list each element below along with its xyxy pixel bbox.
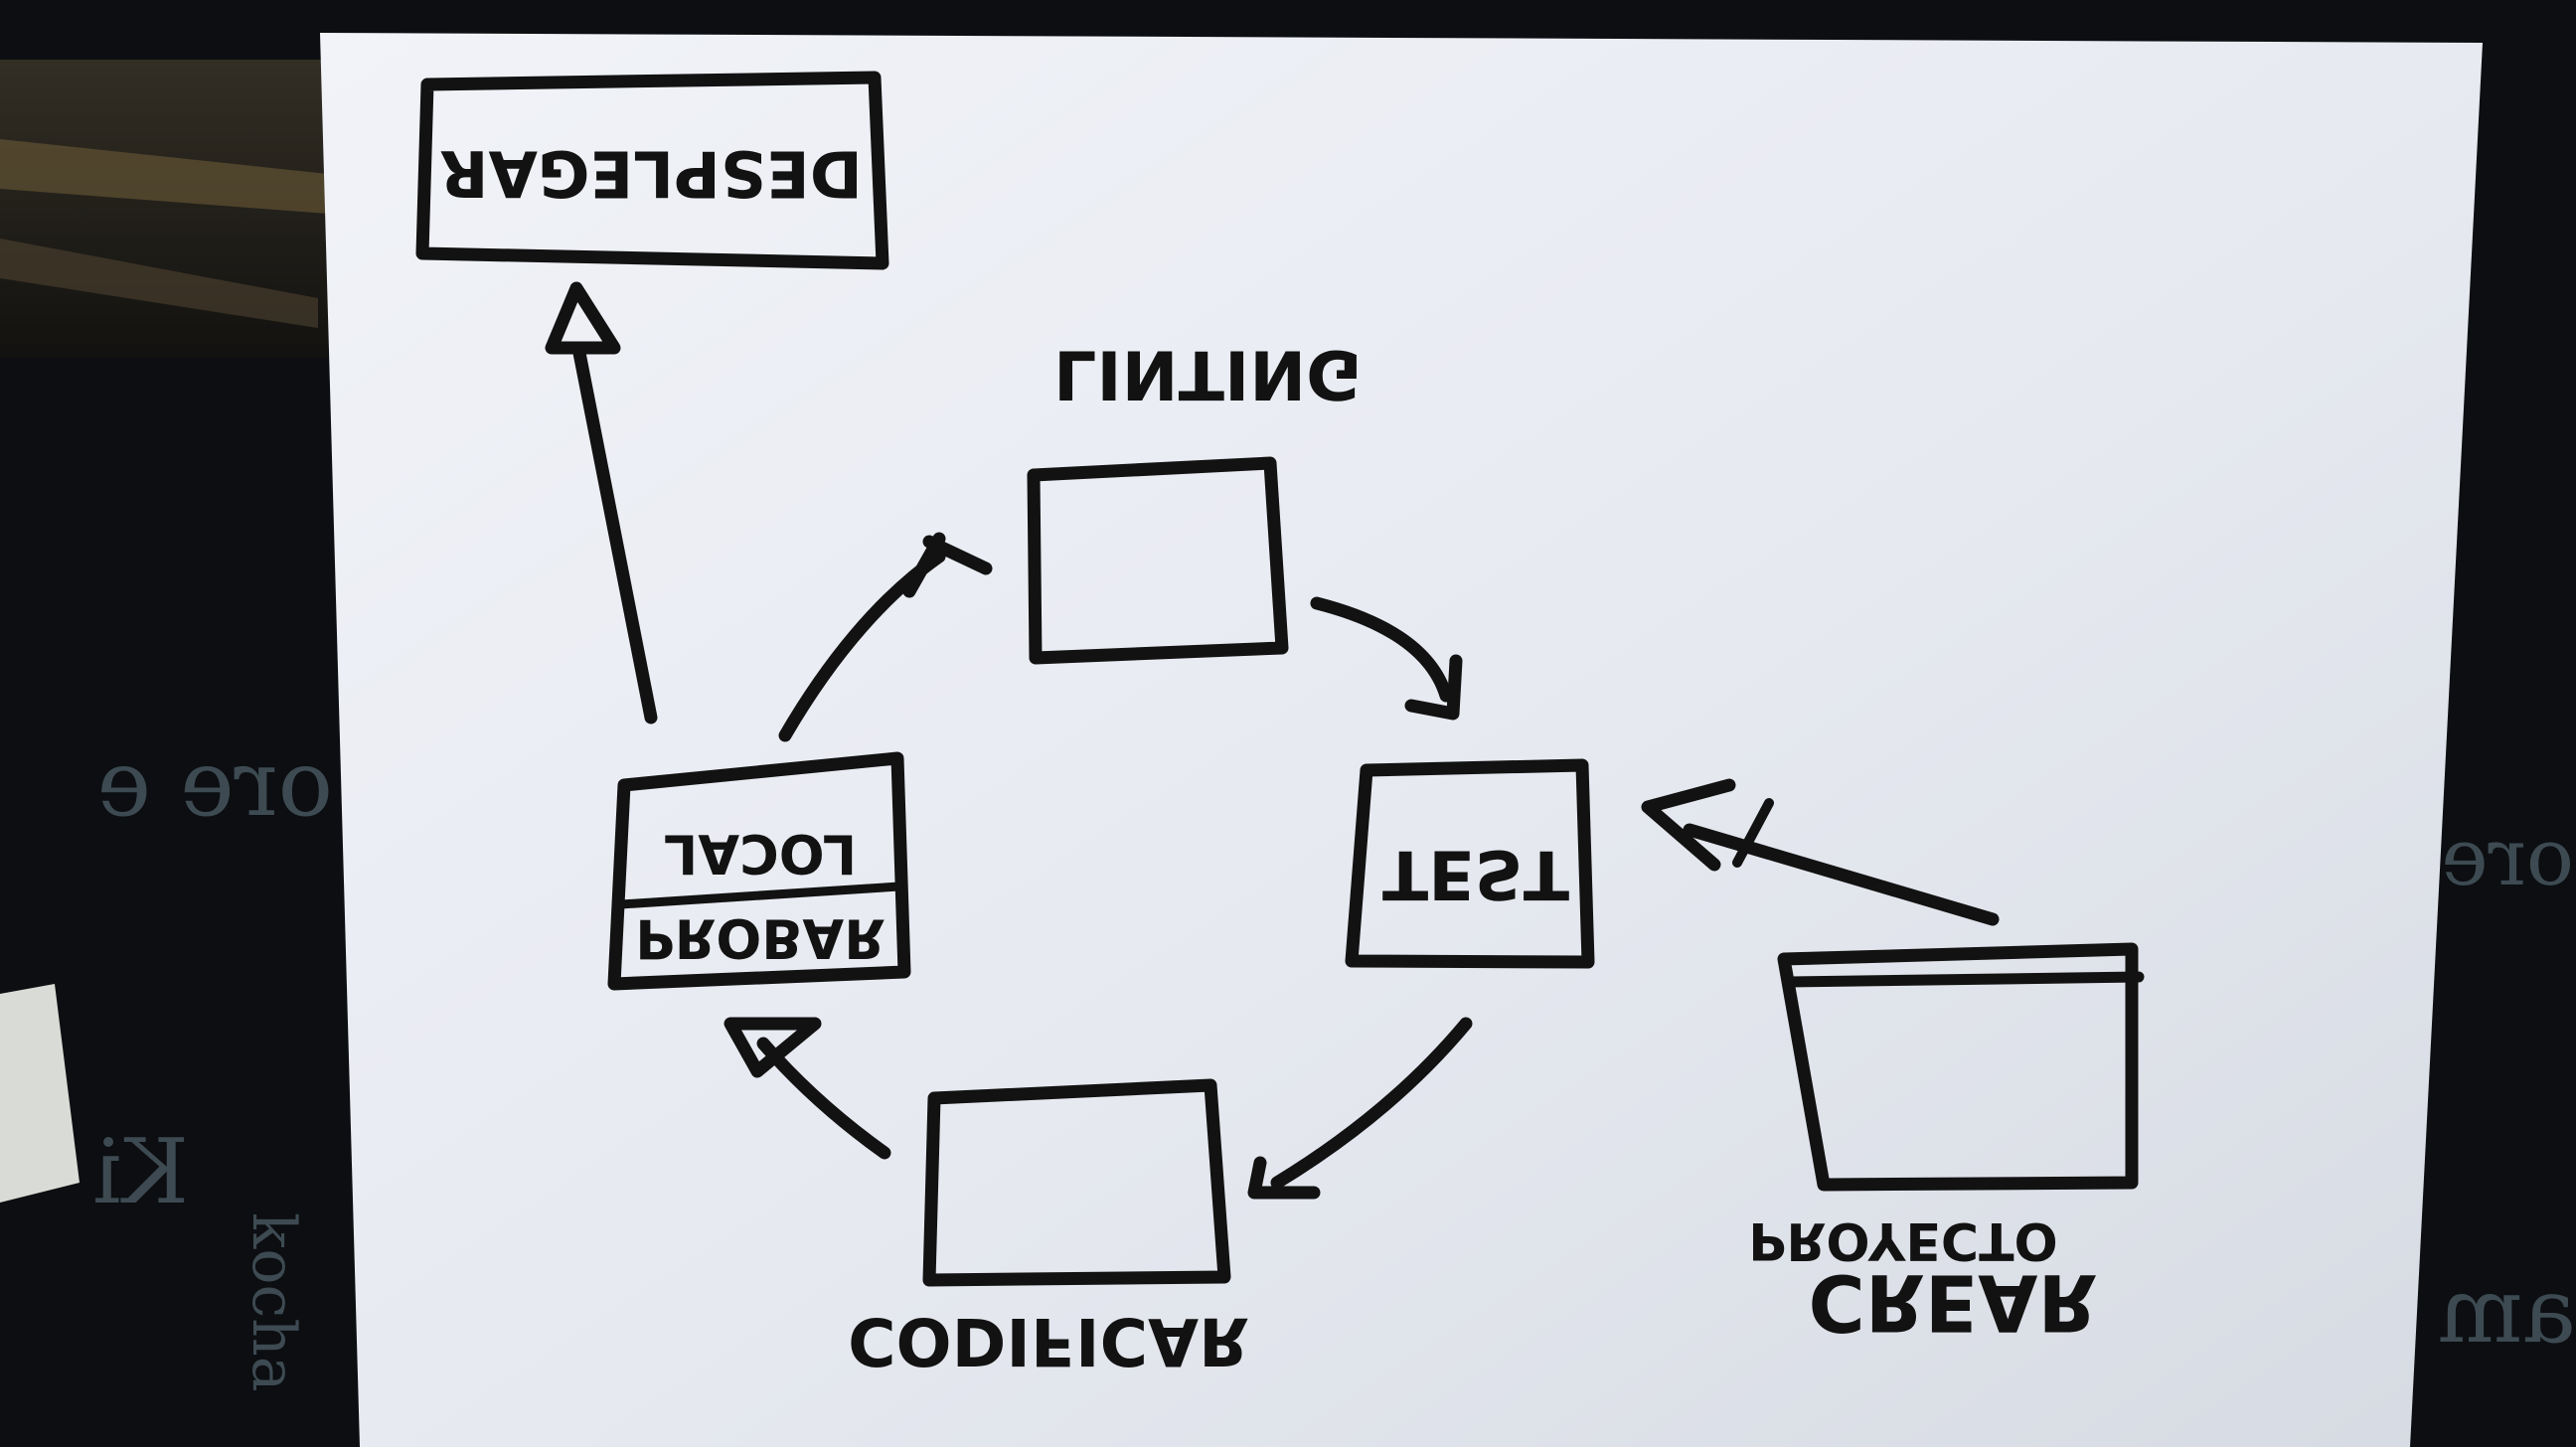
box-desplegar: [415, 71, 889, 270]
box-linting: [1027, 456, 1289, 665]
arrowhead-test-2: [1641, 778, 1736, 872]
label-codificar: CODIFICAR: [848, 1303, 1249, 1379]
label-local: LOCAL: [664, 822, 857, 884]
bg-letters-left: ore e: [96, 730, 333, 837]
label-proyecto: PROYECTO: [1748, 1210, 2058, 1270]
arrowhead-codificar: [1247, 1156, 1321, 1200]
label-desplegar: DESPLEGAR: [439, 135, 863, 209]
box-crear-proyecto: [1777, 942, 2139, 1192]
paper-sheet: [320, 33, 2483, 1447]
arrow-crear-to-test: [1683, 823, 2000, 926]
bg-letters-right: ore: [2441, 811, 2574, 903]
box-codificar: [922, 1078, 1231, 1287]
arrowhead-test: [1404, 654, 1463, 721]
label-crear: CREAR: [1808, 1257, 2097, 1347]
blurred-highlight-2: [0, 239, 318, 328]
box-test: [1345, 758, 1595, 969]
arrowhead-desplegar: [545, 281, 621, 355]
arrowhead-test-2-tick: [1732, 798, 1774, 868]
label-probar: PROBAR: [635, 906, 886, 969]
arrow-linting-to-test: [1310, 596, 1453, 703]
blurred-highlight: [0, 139, 328, 214]
box-probar-local-divider: [616, 882, 904, 909]
bg-letters-bottom-left-2: Ki: [93, 1120, 189, 1224]
arrow-probar-to-desplegar: [571, 341, 658, 724]
label-sticker: [0, 984, 80, 1203]
label-test: TEST: [1382, 834, 1570, 912]
arrowhead-linting: [902, 532, 993, 598]
box-probar-local: [607, 751, 911, 991]
box-crear-proyecto-top: [1783, 971, 2145, 988]
arrow-test-to-codificar: [1270, 1017, 1473, 1190]
bg-letters-far-right: am: [2438, 1259, 2576, 1364]
arrowhead-probar: [724, 1017, 822, 1078]
label-linting: LINTING: [1053, 334, 1362, 412]
bg-letters-bottom-left: kocha: [239, 1212, 308, 1392]
